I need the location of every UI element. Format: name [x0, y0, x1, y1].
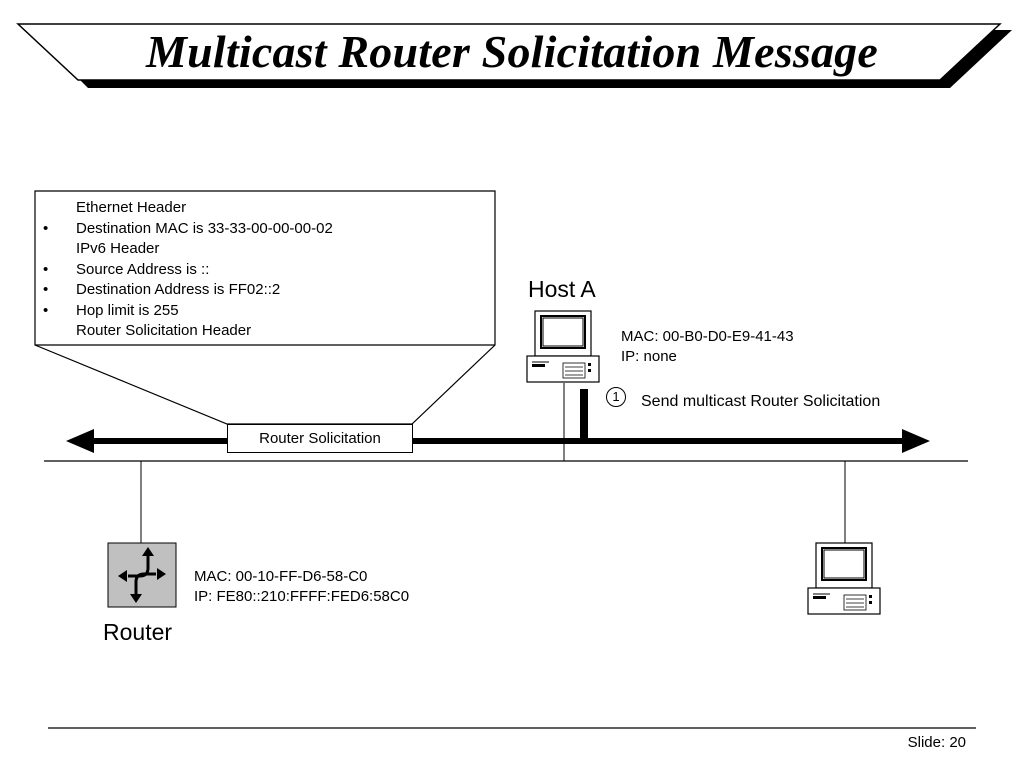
step-description: Send multicast Router Solicitation — [641, 393, 881, 410]
router-name: Router — [103, 619, 173, 645]
host-a-mac: MAC: 00-B0-D0-E9-41-43 — [621, 328, 794, 345]
callout-line: •Source Address is :: — [43, 260, 491, 281]
host-computer-icon — [807, 542, 881, 615]
router-ip: IP: FE80::210:FFFF:FED6:58C0 — [194, 588, 410, 605]
bullet: • — [43, 260, 49, 278]
callout-line: Ethernet Header — [76, 199, 187, 216]
step-number-badge: 1 — [606, 387, 626, 407]
bullet: • — [43, 301, 49, 319]
callout-line: IPv6 Header — [76, 240, 160, 257]
bullet: • — [43, 281, 49, 298]
packet-headers-list: Ethernet Header •Destination MAC is 33-3… — [43, 198, 491, 342]
callout-line: •Hop limit is 255 — [43, 301, 491, 322]
callout-line: Router Solicitation Header — [76, 322, 252, 339]
host-a-name: Host A — [528, 276, 596, 302]
callout-line: •Destination Address is FF02::2 — [43, 280, 491, 301]
network-segment — [44, 383, 968, 543]
host-a-ip: IP: none — [621, 348, 677, 365]
bullet: • — [43, 219, 49, 237]
slide-number: Slide: 20 — [907, 734, 966, 751]
router-mac: MAC: 00-10-FF-D6-58-C0 — [194, 568, 368, 585]
router-icon — [107, 542, 177, 608]
packet-travel-arrow — [66, 389, 930, 453]
slide-title: Multicast Router Solicitation Message — [146, 26, 878, 77]
host-a-computer-icon — [526, 310, 600, 383]
title-banner — [16, 23, 1012, 88]
callout-line: •Destination MAC is 33-33-00-00-00-02 — [43, 219, 491, 240]
router-solicitation-packet: Router Solicitation — [227, 424, 413, 453]
